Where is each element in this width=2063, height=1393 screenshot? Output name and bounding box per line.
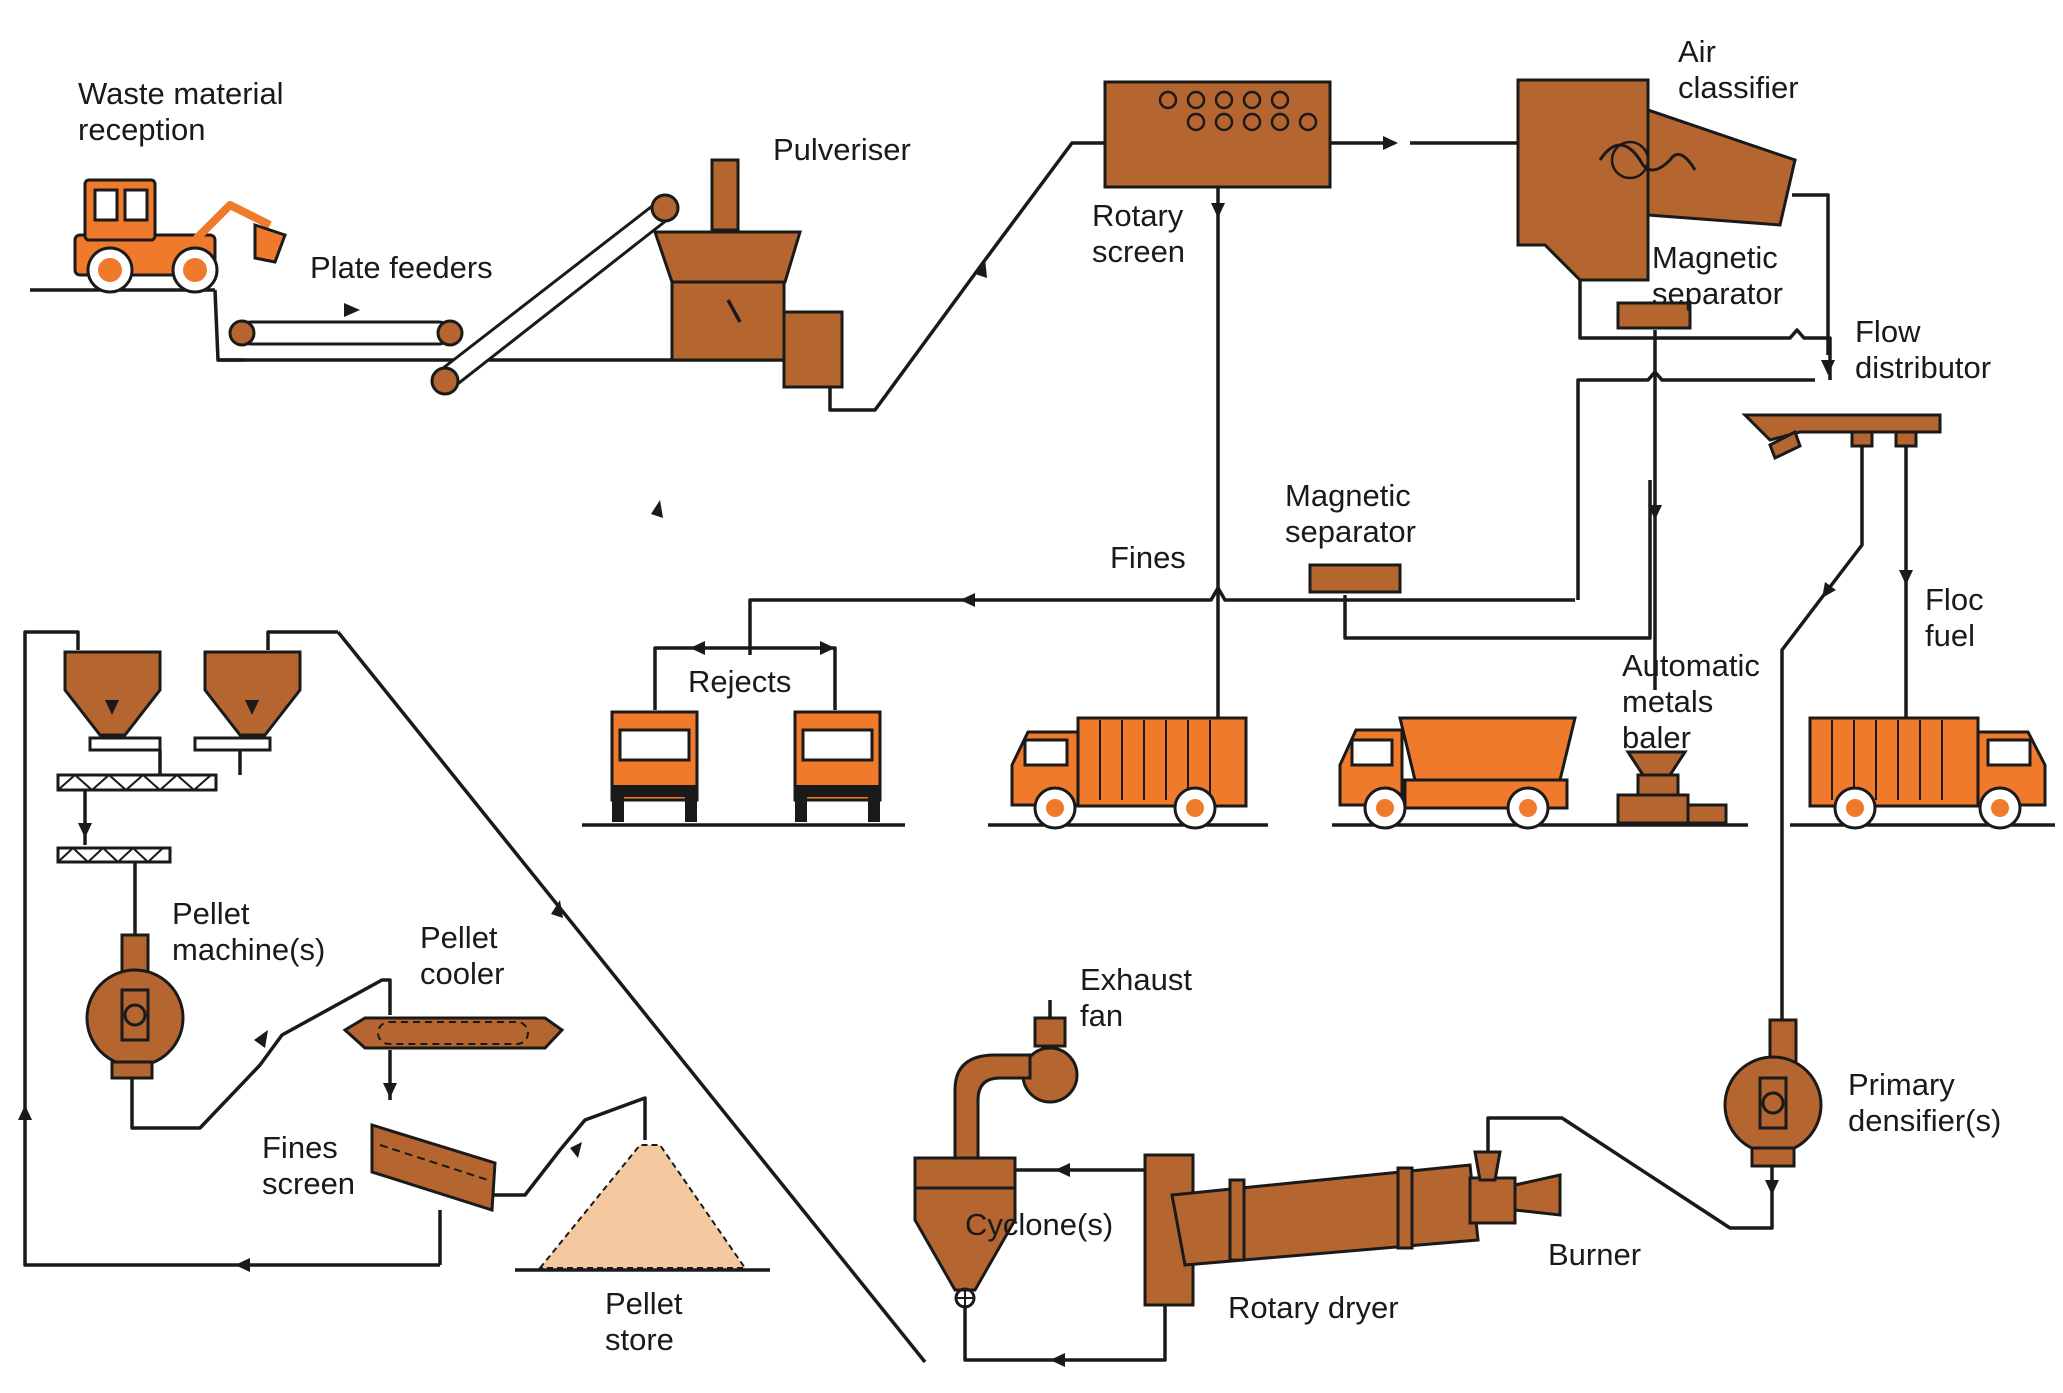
rotary-screen-icon (1103, 80, 1332, 189)
label-plate-feeders: Plate feeders (310, 250, 493, 285)
plate-feeder-inclined (430, 193, 680, 396)
floc-fuel-truck-icon (1808, 716, 2047, 830)
fines-screen-icon (370, 1122, 497, 1213)
rejects-truck-1-icon (610, 710, 699, 822)
label-rotary-dryer: Rotary dryer (1228, 1290, 1399, 1325)
hopper-right-icon (193, 650, 302, 752)
rejects-truck-2-icon (793, 710, 882, 822)
hopper-left-icon (63, 650, 162, 752)
label-burner: Burner (1548, 1237, 1641, 1272)
label-fines: Fines (1110, 540, 1186, 575)
auger-2-icon (56, 846, 172, 864)
exhaust-fan-icon (953, 1016, 1079, 1167)
label-rejects: Rejects (688, 664, 791, 699)
pellet-cooler-icon (342, 1016, 565, 1050)
auger-1-icon (56, 773, 218, 792)
loader-icon (73, 178, 287, 294)
pellet-machine-icon (85, 933, 185, 1080)
metals-truck-icon (1338, 716, 1577, 830)
flow-distributor-icon (1741, 413, 1942, 461)
plate-feeder-horizontal (228, 319, 464, 347)
magnetic-separator-top-icon (1616, 301, 1692, 330)
metals-baler-icon (1616, 750, 1728, 825)
primary-densifier-icon (1723, 1018, 1823, 1168)
cyclone-icon (913, 1156, 1017, 1309)
magnetic-separator-mid-icon (1308, 563, 1402, 594)
fines-truck-icon (1010, 716, 1248, 830)
air-classifier-icon (1516, 78, 1797, 282)
label-cyclones: Cyclone(s) (965, 1207, 1113, 1242)
label-pulveriser: Pulveriser (773, 132, 911, 167)
pulveriser-icon (652, 158, 844, 389)
rotary-dryer-icon (1143, 1150, 1562, 1307)
pellet-store-pile-icon (537, 1144, 747, 1269)
